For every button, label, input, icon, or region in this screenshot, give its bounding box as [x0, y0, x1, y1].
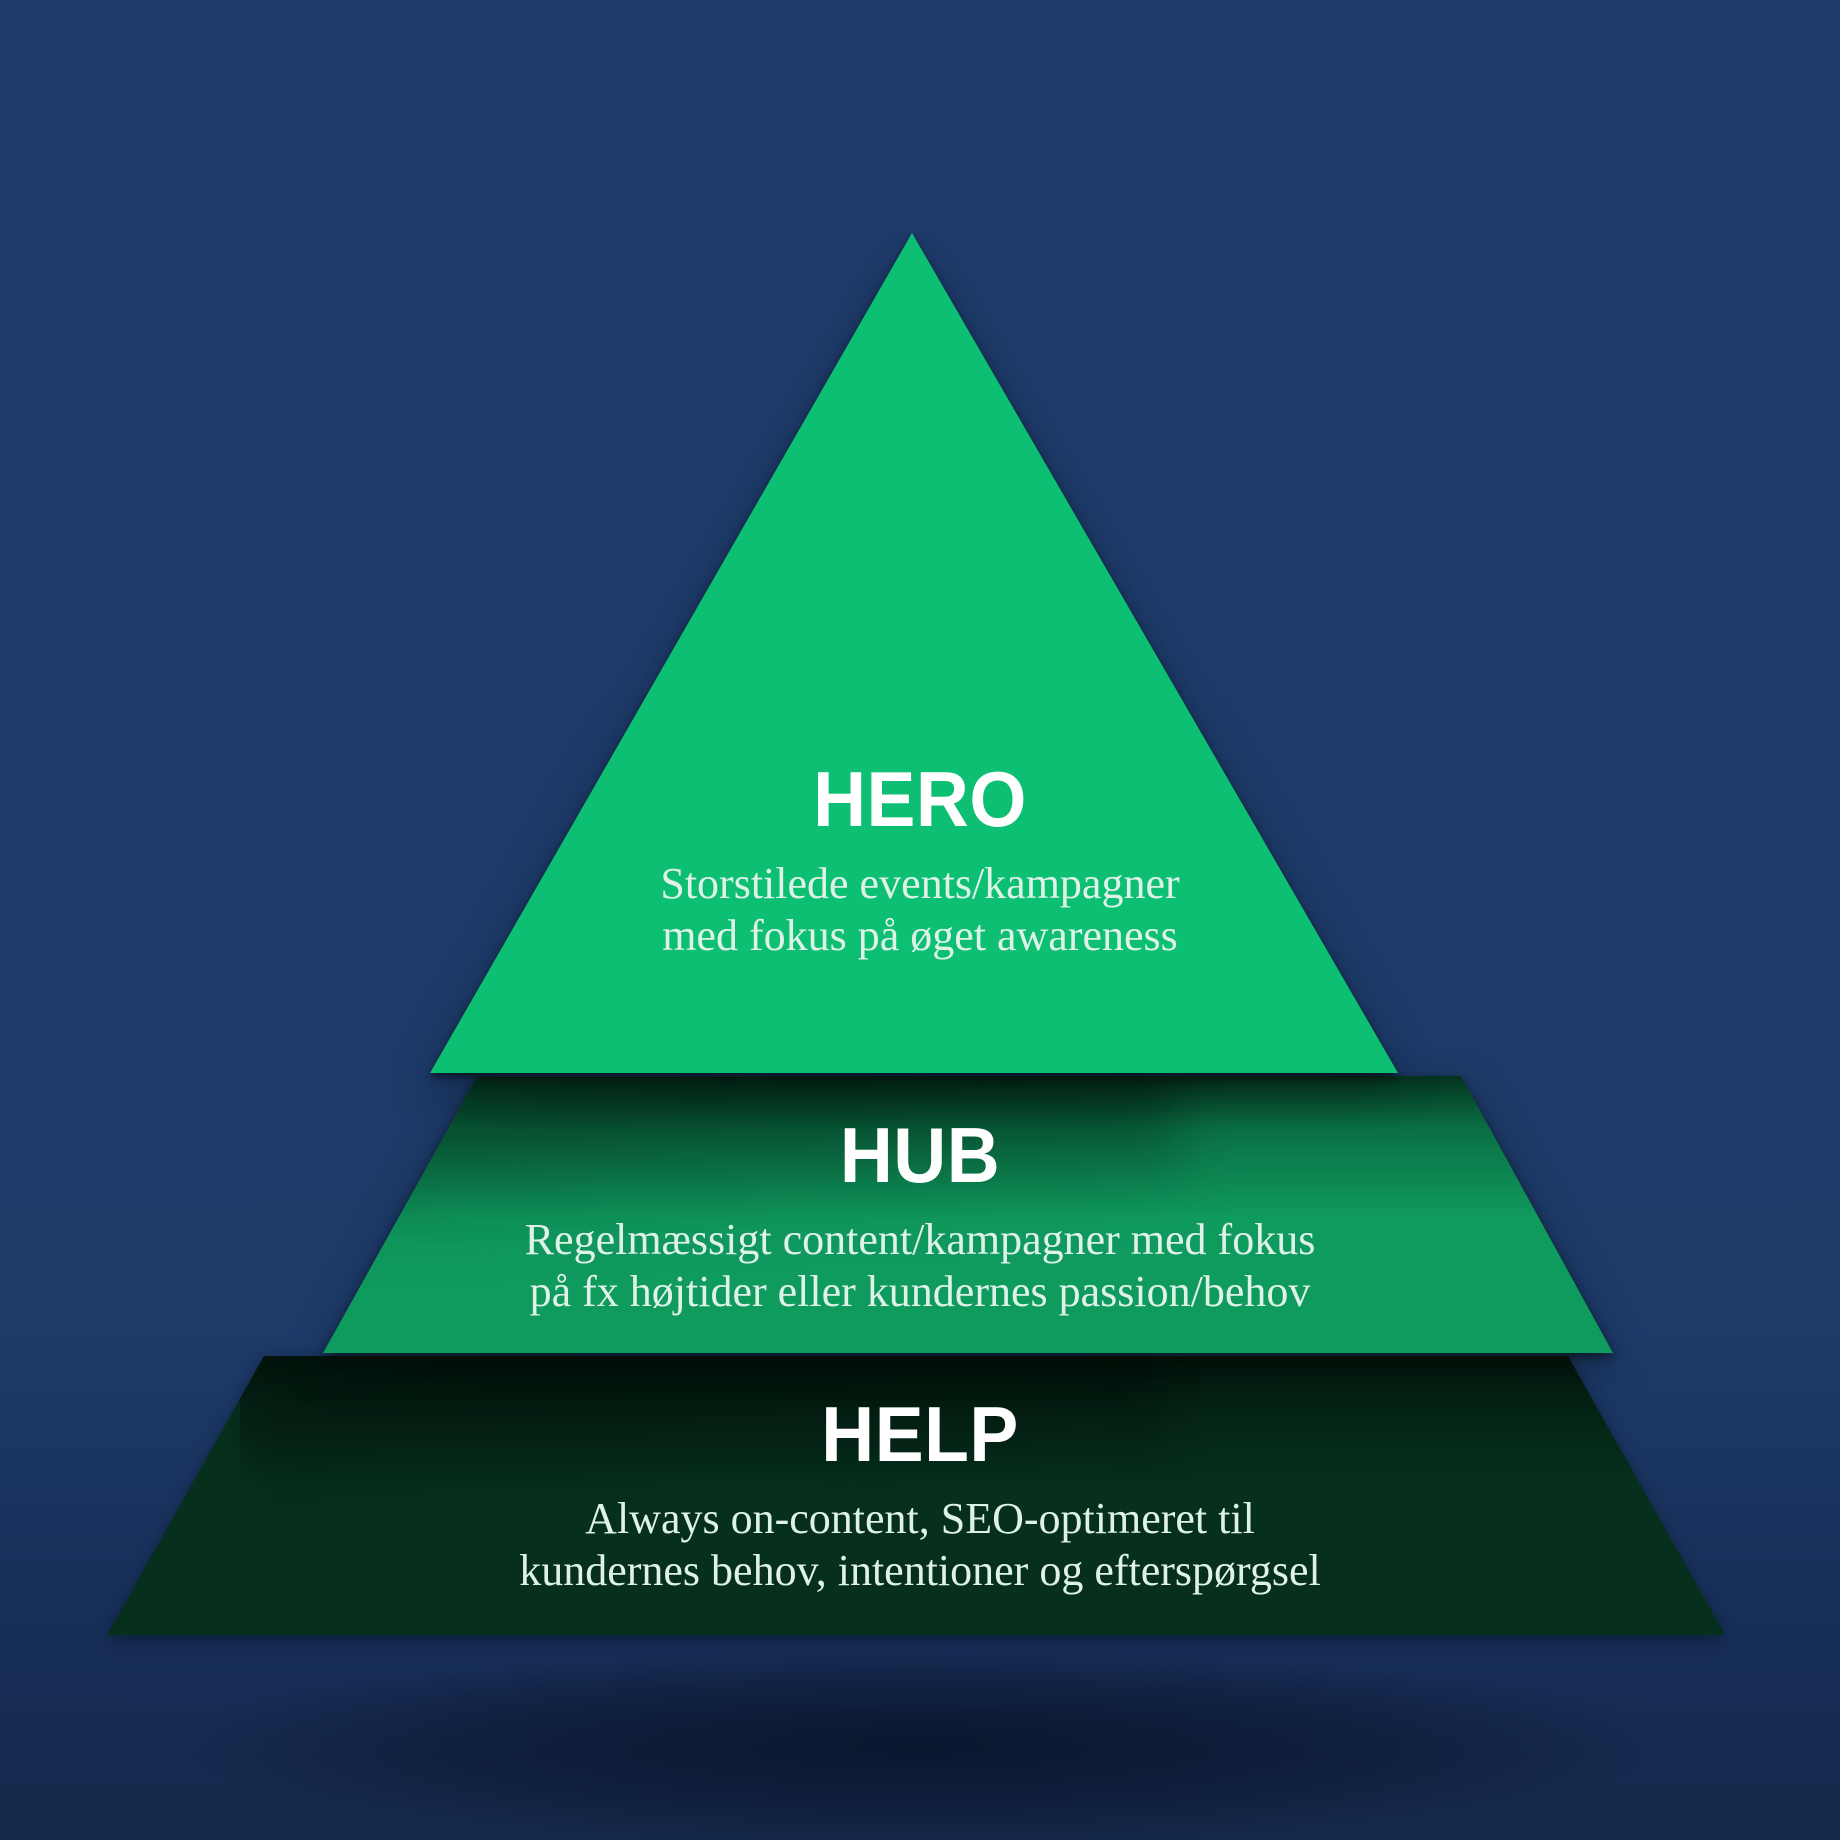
pyramid-ground-shadow — [0, 1620, 1840, 1840]
tier-hub-description-line1: Regelmæssigt content/kampagner med fokus — [524, 1215, 1316, 1264]
tier-hub-title: HUB — [839, 1111, 1001, 1199]
tier-hub-description-line2: på fx højtider eller kundernes passion/b… — [529, 1267, 1311, 1316]
tier-hero-title: HERO — [813, 755, 1027, 843]
tier-hub-description: Regelmæssigt content/kampagner med fokus… — [0, 1214, 1840, 1318]
tier-help-text: HELP Always on-content, SEO-optimeret ti… — [0, 1395, 1840, 1597]
tier-help-description-line1: Always on-content, SEO-optimeret til — [585, 1494, 1255, 1543]
tier-help-description: Always on-content, SEO-optimeret til kun… — [0, 1493, 1840, 1597]
tier-hub-text: HUB Regelmæssigt content/kampagner med f… — [0, 1116, 1840, 1318]
tier-help-description-line2: kundernes behov, intentioner og efterspø… — [519, 1546, 1321, 1595]
tier-hero-text: HERO Storstilede events/kampagner med fo… — [0, 760, 1840, 962]
tier-hero-description-line1: Storstilede events/kampagner — [660, 859, 1180, 908]
tier-hero-description-line2: med fokus på øget awareness — [662, 911, 1178, 960]
tier-help-title: HELP — [821, 1390, 1019, 1478]
tier-hero-description: Storstilede events/kampagner med fokus p… — [0, 858, 1840, 962]
